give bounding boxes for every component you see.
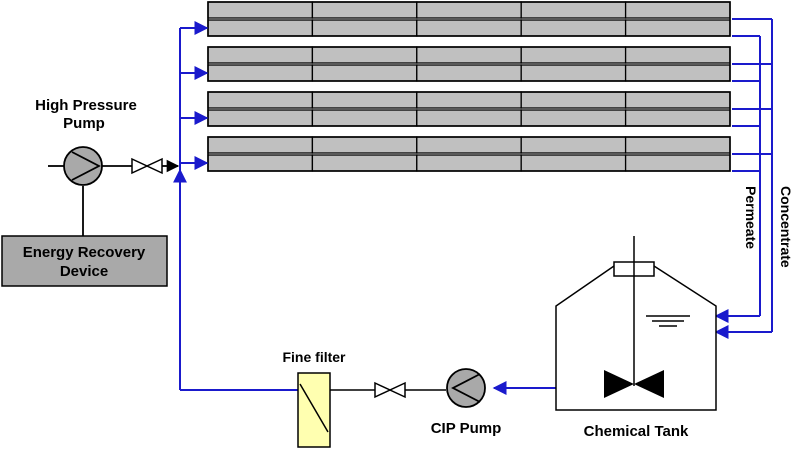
membrane-element [624, 109, 731, 127]
centrifugal-pump-icon [63, 146, 103, 186]
membrane-element [416, 136, 522, 154]
energy-recovery-label-1: Energy Recovery [23, 244, 146, 261]
membrane-element [207, 136, 314, 154]
gate-valve-icon-cip [374, 381, 446, 399]
membrane-element [520, 1, 627, 19]
cip-pump-label: CIP Pump [431, 420, 502, 437]
membrane-element [311, 64, 418, 82]
membrane-element [520, 109, 627, 127]
membrane-array [207, 1, 731, 172]
energy-recovery-label-2: Device [60, 263, 108, 280]
membrane-element [207, 109, 314, 127]
membrane-element [311, 91, 418, 109]
membrane-element [416, 19, 522, 37]
membrane-element [416, 64, 522, 82]
feed-manifold [173, 21, 300, 391]
membrane-element [416, 46, 522, 64]
gate-valve-icon [131, 157, 163, 175]
membrane-element [311, 136, 418, 154]
membrane-element [207, 154, 314, 172]
membrane-train [207, 46, 731, 82]
pressure-vessel-outline [207, 91, 731, 127]
hp-feed-line [48, 159, 180, 236]
membrane-element [624, 1, 731, 19]
membrane-element [520, 19, 627, 37]
membrane-element [520, 64, 627, 82]
membrane-element [520, 46, 627, 64]
membrane-element [520, 136, 627, 154]
cartridge-filter-icon [297, 372, 375, 448]
high-pressure-pump-label-1: High Pressure [35, 97, 137, 114]
chemical-tank [555, 236, 717, 411]
membrane-element [624, 19, 731, 37]
pressure-vessel-outline [207, 1, 731, 37]
fine-filter-label: Fine filter [282, 349, 346, 365]
concentrate-label: Concentrate [778, 186, 794, 268]
membrane-element [416, 91, 522, 109]
membrane-train [207, 1, 731, 37]
membrane-element [624, 64, 731, 82]
return-lines [492, 18, 773, 395]
membrane-train [207, 136, 731, 172]
pressure-vessel-outline [207, 46, 731, 82]
membrane-element [624, 91, 731, 109]
membrane-element [311, 46, 418, 64]
membrane-element [207, 1, 314, 19]
membrane-element [416, 1, 522, 19]
membrane-train [207, 91, 731, 127]
membrane-element [207, 46, 314, 64]
membrane-element [207, 19, 314, 37]
membrane-element [416, 154, 522, 172]
high-pressure-pump-label-2: Pump [63, 115, 105, 132]
membrane-element [311, 1, 418, 19]
membrane-element [311, 154, 418, 172]
membrane-element [624, 154, 731, 172]
energy-recovery-device [1, 235, 168, 287]
permeate-label: Permeate [743, 186, 759, 249]
membrane-element [207, 64, 314, 82]
membrane-element [311, 109, 418, 127]
membrane-element [520, 154, 627, 172]
pressure-vessel-outline [207, 136, 731, 172]
membrane-element [207, 91, 314, 109]
membrane-element [520, 91, 627, 109]
cip-pump-icon [446, 368, 486, 408]
membrane-element [416, 109, 522, 127]
membrane-element [311, 19, 418, 37]
membrane-element [624, 136, 731, 154]
agitator-impeller-icon [604, 370, 664, 398]
chemical-tank-label: Chemical Tank [584, 423, 689, 440]
membrane-element [624, 46, 731, 64]
